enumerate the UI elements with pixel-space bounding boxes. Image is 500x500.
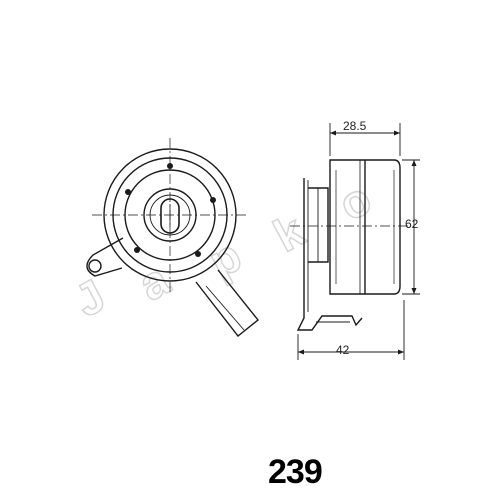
lug-hole: [88, 259, 102, 273]
dimension-base-label: 42: [336, 343, 350, 357]
part-number: 239: [268, 453, 323, 491]
svg-text:k: k: [265, 204, 312, 262]
svg-text:o: o: [330, 172, 379, 231]
dimension-lines: [297, 123, 420, 360]
pulley-body: [329, 159, 401, 295]
svg-text:J: J: [66, 269, 113, 327]
front-view: [86, 138, 259, 337]
dimension-width-label: 28.5: [343, 119, 367, 133]
centre-lines: [92, 138, 248, 292]
side-view: [290, 159, 410, 331]
tension-arm: [195, 269, 259, 337]
mounting-bracket: [296, 178, 363, 331]
dimension-height-label: 62: [405, 217, 419, 231]
mounting-lug: [86, 237, 124, 277]
